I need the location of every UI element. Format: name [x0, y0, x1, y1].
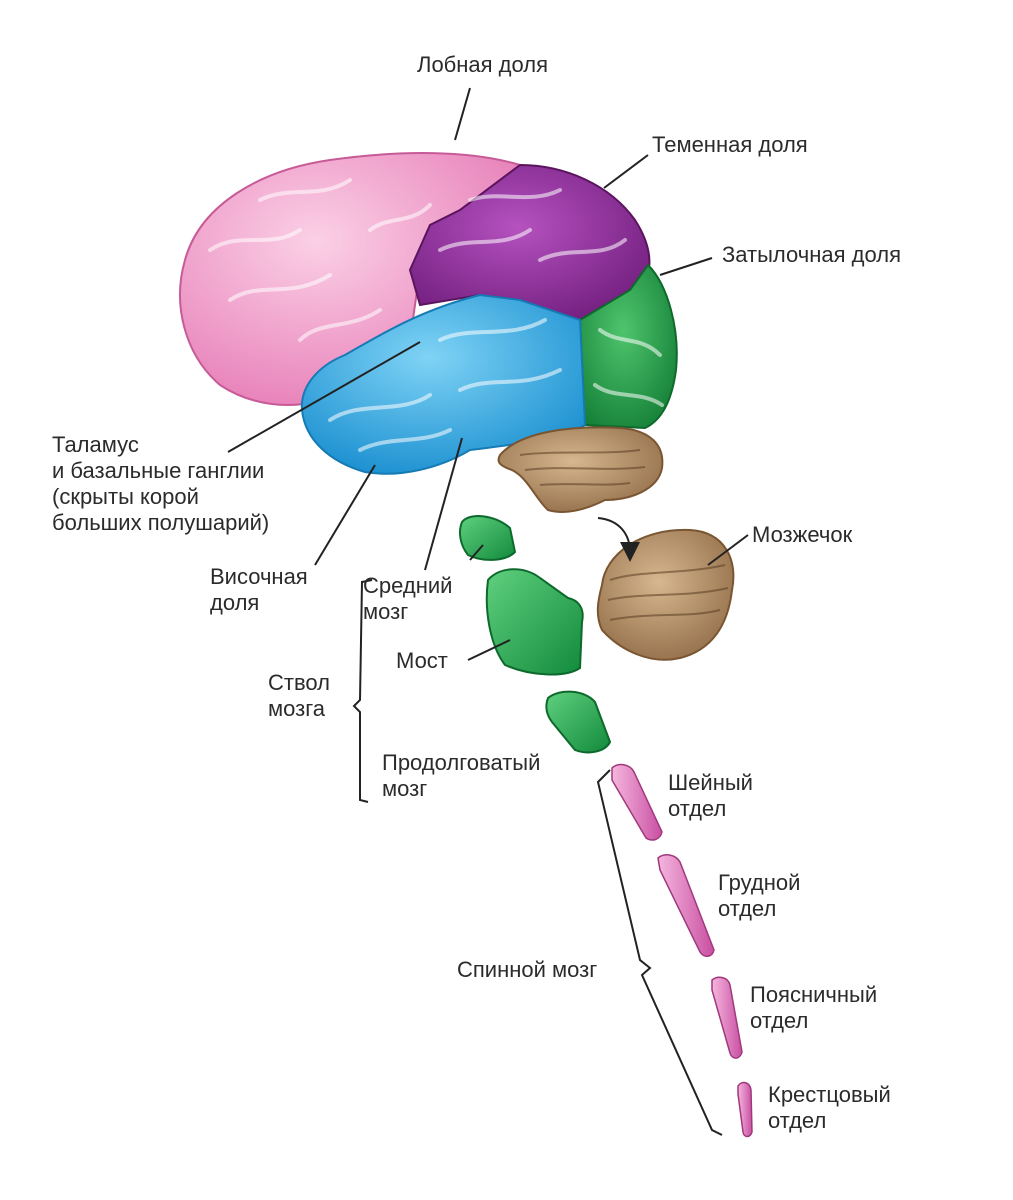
- leader-parietal: [603, 154, 649, 189]
- spinal-lumbar: [711, 976, 743, 1059]
- label-temporal-lobe: Височная доля: [210, 564, 308, 616]
- label-frontal-lobe: Лобная доля: [417, 52, 549, 77]
- leader-occipital: [659, 257, 713, 276]
- label-midbrain-line-2: мозг: [363, 599, 409, 624]
- spinal-cervical: [611, 763, 663, 841]
- label-thalamus-line-3: (скрыты корой: [52, 484, 199, 509]
- pons: [485, 568, 584, 676]
- cerebrum: [179, 152, 678, 513]
- label-temporal-line-1: Височная: [210, 564, 308, 589]
- separation-arrow: [597, 517, 640, 562]
- label-occipital-lobe: Затылочная доля: [722, 242, 901, 267]
- label-brainstem-line-2: мозга: [268, 696, 325, 721]
- label-cervical-line-1: Шейный: [668, 770, 753, 795]
- label-thalamus: Таламус и базальные ганглии (скрыты коро…: [52, 432, 269, 536]
- leader-midbrain: [469, 544, 484, 561]
- spinal-bracket: [596, 769, 723, 1136]
- label-cervical: Шейный отдел: [668, 770, 753, 822]
- label-spinal-cord: Спинной мозг: [457, 957, 598, 982]
- label-parietal-lobe: Теменная доля: [652, 132, 808, 157]
- leader-temporal-1: [314, 464, 376, 566]
- label-lumbar-line-1: Поясничный: [750, 982, 878, 1007]
- label-temporal-line-2: доля: [210, 590, 260, 615]
- label-lumbar-line-2: отдел: [750, 1008, 809, 1033]
- label-sacral-line-2: отдел: [768, 1108, 827, 1133]
- label-cerebellum: Мозжечок: [752, 522, 853, 547]
- leader-cerebellum: [707, 534, 749, 566]
- spinal-thoracic: [657, 854, 715, 957]
- label-sacral: Крестцовый отдел: [768, 1082, 891, 1134]
- label-medulla-line-1: Продолговатый: [382, 750, 541, 775]
- label-sacral-line-1: Крестцовый: [768, 1082, 891, 1107]
- leader-thalamus: [227, 341, 421, 453]
- label-medulla-line-2: мозг: [382, 776, 428, 801]
- label-thalamus-line-2: и базальные ганглии: [52, 458, 265, 483]
- leader-lines: [227, 87, 749, 1136]
- label-thalamus-line-1: Таламус: [52, 432, 139, 457]
- spinal-sacral: [737, 1081, 753, 1138]
- label-thoracic-line-1: Грудной: [718, 870, 801, 895]
- label-thalamus-line-4: больших полушарий): [52, 510, 270, 535]
- label-midbrain-line-1: Средний: [363, 573, 453, 598]
- label-brainstem-line-1: Ствол: [268, 670, 330, 695]
- label-pons: Мост: [396, 648, 448, 673]
- occipital-lobe: [578, 263, 678, 430]
- cerebellum-attached: [497, 426, 664, 513]
- medulla: [545, 690, 612, 754]
- leader-temporal-2: [424, 437, 463, 571]
- label-midbrain: Средний мозг: [363, 573, 452, 625]
- label-thoracic: Грудной отдел: [718, 870, 800, 922]
- label-brainstem: Ствол мозга: [268, 670, 330, 722]
- frontal-lobe: [179, 152, 523, 406]
- label-medulla: Продолговатый мозг: [382, 750, 540, 802]
- label-lumbar: Поясничный отдел: [750, 982, 877, 1034]
- leader-frontal: [454, 87, 471, 141]
- brainstem-bracket: [352, 579, 373, 803]
- leader-pons: [467, 639, 511, 661]
- midbrain: [459, 515, 517, 561]
- label-thoracic-line-2: отдел: [718, 896, 777, 921]
- label-cervical-line-2: отдел: [668, 796, 727, 821]
